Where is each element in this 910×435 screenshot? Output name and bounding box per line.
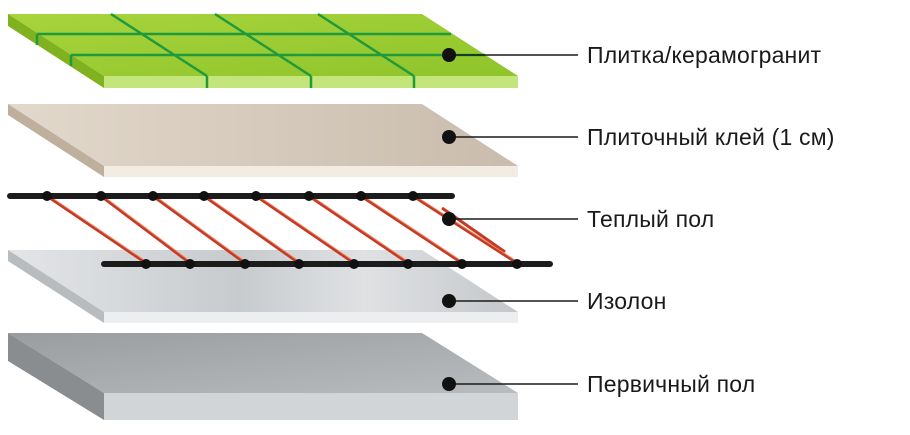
mesh-tape-back bbox=[7, 191, 455, 201]
callout-heating bbox=[442, 212, 578, 226]
label-tile: Плитка/керамогранит bbox=[587, 42, 822, 68]
heating-wires bbox=[46, 194, 518, 265]
subfloor-layer bbox=[8, 333, 518, 420]
tile-grout-lines bbox=[35, 12, 485, 88]
tile-layer bbox=[8, 12, 518, 88]
callout-tile bbox=[442, 48, 578, 62]
callout-adhesive bbox=[442, 130, 578, 144]
callout-insulation bbox=[442, 294, 578, 308]
insulation-layer bbox=[8, 250, 518, 323]
callout-subfloor bbox=[442, 377, 578, 391]
callouts bbox=[442, 48, 578, 391]
adhesive-layer bbox=[8, 104, 518, 177]
label-subfloor: Первичный пол bbox=[587, 371, 756, 397]
label-adhesive: Плиточный клей (1 см) bbox=[587, 124, 835, 150]
heating-mat bbox=[7, 191, 553, 269]
label-insulation: Изолон bbox=[587, 288, 667, 314]
label-heating: Теплый пол bbox=[587, 206, 715, 232]
heating-wire-highlight bbox=[47, 194, 519, 263]
mesh-tape-front bbox=[101, 259, 553, 269]
